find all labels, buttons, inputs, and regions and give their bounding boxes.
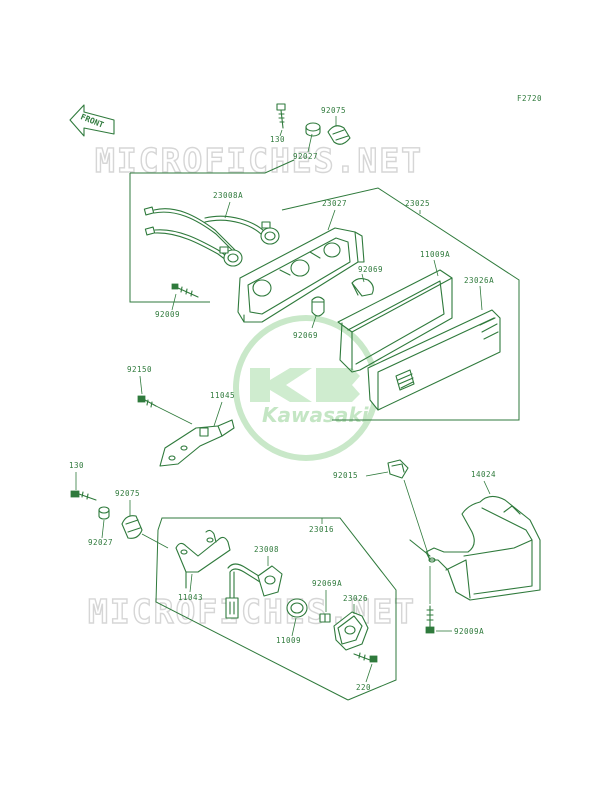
callout-92150: 92150 (127, 365, 152, 374)
callout-92069-b: 92069 (293, 331, 318, 340)
collar-92027-bottom (98, 506, 110, 520)
lens-23026A (367, 309, 501, 411)
screw-92009A (425, 605, 435, 634)
figure-code: F2720 (517, 94, 542, 103)
screw-220 (353, 652, 378, 663)
front-arrow-icon: FRONT (69, 104, 115, 137)
callout-23016: 23016 (309, 525, 334, 534)
clip-92015 (387, 459, 409, 479)
callout-14024: 14024 (471, 470, 496, 479)
callout-23008: 23008 (254, 545, 279, 554)
callout-92075-top: 92075 (321, 106, 346, 115)
callout-23026: 23026 (343, 594, 368, 603)
bracket-11043 (175, 529, 231, 589)
callout-92027-top: 92027 (293, 152, 318, 161)
callout-23008A: 23008A (213, 191, 243, 200)
screw-92009 (171, 283, 199, 298)
callout-92009: 92009 (155, 310, 180, 319)
callout-92015: 92015 (333, 471, 358, 480)
watermark-top: MICROFICHES.NET (95, 141, 423, 180)
grommet-92075-bottom (121, 515, 143, 539)
logo-text: Kawasaki (262, 403, 370, 427)
callout-11009A: 11009A (420, 250, 450, 259)
bracket-11045 (159, 419, 235, 467)
bulb-92069A (319, 613, 331, 623)
collar-92027-top (305, 122, 321, 137)
grommet-92075-top (327, 125, 351, 145)
callout-23027: 23027 (322, 199, 347, 208)
callout-92069-a: 92069 (358, 265, 383, 274)
wire-harness-23008A (143, 206, 280, 267)
socket-23008 (225, 563, 283, 619)
gasket-11009A (337, 269, 453, 373)
callout-130-bottom: 130 (69, 461, 84, 470)
bulb-92069-a (351, 277, 374, 297)
bolt-92150 (137, 395, 157, 408)
callout-23026A: 23026A (464, 276, 494, 285)
watermark-group: MICROFICHES.NET MICROFICHES.NET (87, 140, 423, 631)
gasket-11009 (286, 598, 308, 618)
callout-11045: 11045 (210, 391, 235, 400)
callout-23025: 23025 (405, 199, 430, 208)
upper-assembly-frame (129, 159, 520, 421)
callout-92009A: 92009A (454, 627, 484, 636)
callout-130-top: 130 (270, 135, 285, 144)
bolt-130-bottom (70, 490, 97, 501)
reflector-mount-14024 (409, 495, 541, 601)
callout-220: 220 (356, 683, 371, 692)
bulb-92069-b (311, 296, 325, 317)
callout-92075-bottom: 92075 (115, 489, 140, 498)
lower-assembly-frame (155, 517, 397, 701)
callout-11009: 11009 (276, 636, 301, 645)
callout-11043: 11043 (178, 593, 203, 602)
bolt-130-top (276, 103, 286, 129)
lamp-housing-23027 (237, 227, 365, 323)
callout-92027-bottom: 92027 (88, 538, 113, 547)
callout-92069A: 92069A (312, 579, 342, 588)
